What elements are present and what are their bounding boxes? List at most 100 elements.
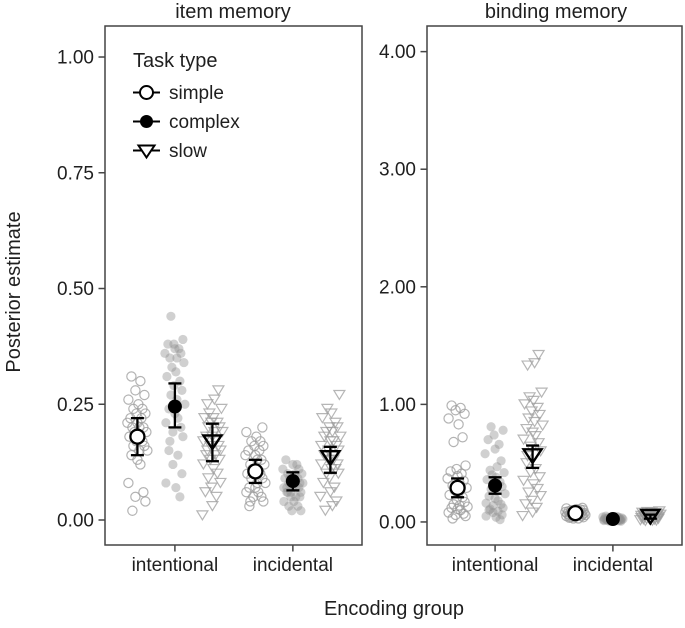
data-point-filled-circle [287, 506, 297, 516]
panel-title-item-memory: item memory [175, 1, 291, 23]
data-point-filled-circle [171, 482, 181, 493]
data-point-open-circle [123, 477, 134, 489]
data-point-open-circle [130, 491, 141, 503]
data-point-filled-circle [166, 311, 176, 321]
data-point-filled-circle [500, 489, 510, 499]
legend-title: Task type [133, 50, 217, 72]
x-tick-label-intentional: intentional [452, 555, 539, 576]
data-point-open-circle [259, 459, 270, 470]
y-tick-label: 1.00 [57, 48, 94, 69]
data-point-triangle [533, 409, 547, 421]
data-point-filled-circle [170, 344, 180, 354]
mean-marker-open-circle [247, 463, 264, 480]
data-point-open-circle [457, 432, 468, 443]
data-point-triangle [212, 454, 226, 466]
mean-marker-filled-circle [488, 478, 503, 493]
panel-border [104, 25, 363, 546]
y-tick-label: 4.00 [379, 42, 416, 63]
data-point-open-circle [241, 426, 252, 438]
x-axis-label: Encoding group [324, 598, 464, 620]
data-point-filled-circle [483, 435, 493, 445]
data-point-triangle [529, 463, 543, 475]
data-point-triangle [205, 501, 219, 512]
data-point-filled-circle [176, 348, 186, 358]
data-point-triangle [332, 389, 346, 401]
panel-border [426, 25, 683, 546]
data-point-triangle [535, 387, 549, 399]
data-point-filled-circle [292, 459, 302, 470]
data-point-filled-circle [178, 334, 188, 345]
data-point-triangle [316, 477, 330, 489]
data-point-triangle [517, 434, 531, 446]
data-point-filled-circle [490, 444, 500, 454]
data-point-triangle [526, 427, 540, 439]
data-point-filled-circle [484, 505, 494, 515]
data-point-triangle [526, 507, 540, 519]
data-point-filled-circle [498, 503, 508, 513]
data-point-open-circle [140, 496, 151, 507]
y-tick-label: 2.00 [379, 277, 416, 298]
data-point-open-circle [445, 466, 456, 477]
x-tick-label-incidental: incidental [573, 555, 653, 576]
mean-marker-filled-circle [605, 512, 620, 527]
data-point-filled-circle [178, 432, 188, 442]
mean-marker-triangle [639, 508, 662, 526]
data-point-open-circle [460, 460, 471, 471]
y-tick-label: 3.00 [379, 160, 416, 181]
data-point-open-circle [450, 405, 461, 416]
data-point-filled-circle [175, 492, 185, 502]
data-point-filled-circle [172, 353, 182, 363]
data-point-triangle [522, 413, 536, 425]
data-point-triangle [195, 510, 209, 522]
data-point-filled-circle [177, 385, 187, 395]
mean-marker-triangle [201, 434, 224, 452]
data-point-filled-circle [165, 353, 175, 363]
panel-title-binding-memory: binding memory [485, 1, 627, 23]
data-point-filled-circle [481, 511, 491, 521]
data-point-triangle [518, 399, 532, 411]
data-point-triangle [531, 402, 545, 414]
mean-marker-open-circle [567, 504, 584, 522]
data-point-filled-circle [161, 478, 171, 488]
data-point-triangle [516, 510, 530, 522]
data-point-triangle [313, 491, 327, 503]
data-point-open-circle [459, 408, 470, 419]
data-point-open-circle [123, 394, 134, 405]
data-point-triangle [536, 420, 550, 432]
data-point-filled-circle [286, 492, 296, 502]
data-point-triangle [196, 459, 210, 471]
data-point-filled-circle [498, 425, 508, 435]
data-point-filled-circle [499, 467, 509, 478]
data-point-triangle [315, 413, 329, 424]
data-point-filled-circle [490, 493, 500, 504]
data-point-open-circle [139, 389, 150, 401]
legend-key-open-circle [139, 85, 154, 100]
data-point-open-circle [126, 371, 137, 382]
x-tick-label-incidental: incidental [253, 555, 333, 576]
mean-marker-filled-circle [167, 399, 182, 414]
data-point-filled-circle [167, 362, 177, 372]
data-point-filled-circle [174, 344, 184, 354]
legend-label-slow: slow [169, 141, 207, 162]
mean-marker-open-circle [449, 479, 466, 497]
data-point-filled-circle [288, 459, 298, 470]
data-point-filled-circle [489, 430, 499, 440]
mean-marker-triangle [319, 450, 342, 467]
data-point-filled-circle [165, 436, 175, 446]
data-point-filled-circle [298, 478, 308, 488]
y-tick-label: 0.75 [57, 163, 94, 184]
data-point-filled-circle [278, 464, 288, 474]
legend-key-triangle [136, 144, 157, 160]
data-point-triangle [318, 505, 332, 517]
data-point-triangle [521, 451, 535, 462]
data-point-open-circle [443, 413, 454, 424]
data-point-triangle [517, 475, 531, 487]
data-point-triangle [532, 349, 546, 361]
data-point-filled-circle [180, 399, 190, 409]
data-point-open-circle [130, 385, 141, 396]
data-point-filled-circle [492, 462, 502, 472]
data-point-filled-circle [281, 455, 291, 465]
data-point-open-circle [244, 500, 255, 512]
data-point-filled-circle [295, 492, 305, 502]
